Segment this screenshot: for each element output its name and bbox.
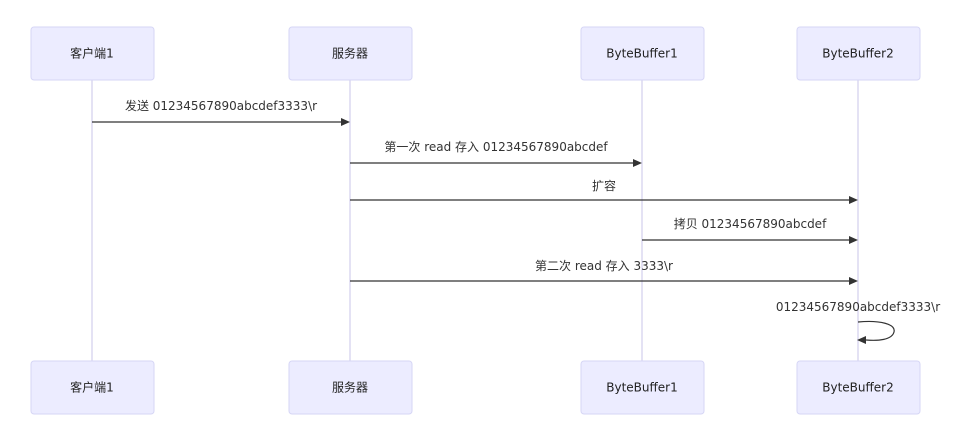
arrowhead — [849, 236, 858, 244]
actor-label: 客户端1 — [70, 380, 114, 395]
actor-label: 服务器 — [332, 380, 368, 395]
message-self-loop: 01234567890abcdef3333\r — [776, 300, 940, 344]
message-first-read: 第一次 read 存入 01234567890abcdef — [350, 140, 642, 167]
actor-label: ByteBuffer1 — [606, 381, 677, 395]
message-line — [857, 320, 895, 341]
actor-label: ByteBuffer2 — [822, 47, 893, 61]
actor-bottom-buf1: ByteBuffer1 — [580, 360, 705, 415]
actor-label: ByteBuffer2 — [822, 381, 893, 395]
arrowhead — [857, 336, 866, 344]
actor-bottom-buf2: ByteBuffer2 — [796, 360, 921, 415]
actor-label: 服务器 — [332, 46, 368, 61]
message-label: 发送 01234567890abcdef3333\r — [125, 98, 317, 113]
actor-top-server: 服务器 — [288, 26, 413, 81]
actor-label: ByteBuffer1 — [606, 47, 677, 61]
arrowhead — [341, 118, 350, 126]
message-expand: 扩容 — [350, 178, 858, 204]
message-label: 01234567890abcdef3333\r — [776, 300, 940, 314]
message-second-read: 第二次 read 存入 3333\r — [350, 259, 858, 285]
message-label: 第二次 read 存入 3333\r — [535, 259, 673, 273]
arrowhead — [849, 277, 858, 285]
actor-bottom-client: 客户端1 — [30, 360, 155, 415]
actor-top-buf2: ByteBuffer2 — [796, 26, 921, 81]
message-send: 发送 01234567890abcdef3333\r — [92, 98, 350, 126]
arrowhead — [849, 196, 858, 204]
actor-bottom-server: 服务器 — [288, 360, 413, 415]
message-label: 拷贝 01234567890abcdef — [674, 216, 827, 231]
arrowhead — [633, 159, 642, 167]
message-copy: 拷贝 01234567890abcdef — [642, 216, 858, 244]
message-label: 扩容 — [592, 178, 616, 193]
message-label: 第一次 read 存入 01234567890abcdef — [384, 140, 608, 154]
actor-label: 客户端1 — [70, 46, 114, 61]
actor-top-client: 客户端1 — [30, 26, 155, 81]
actor-top-buf1: ByteBuffer1 — [580, 26, 705, 81]
